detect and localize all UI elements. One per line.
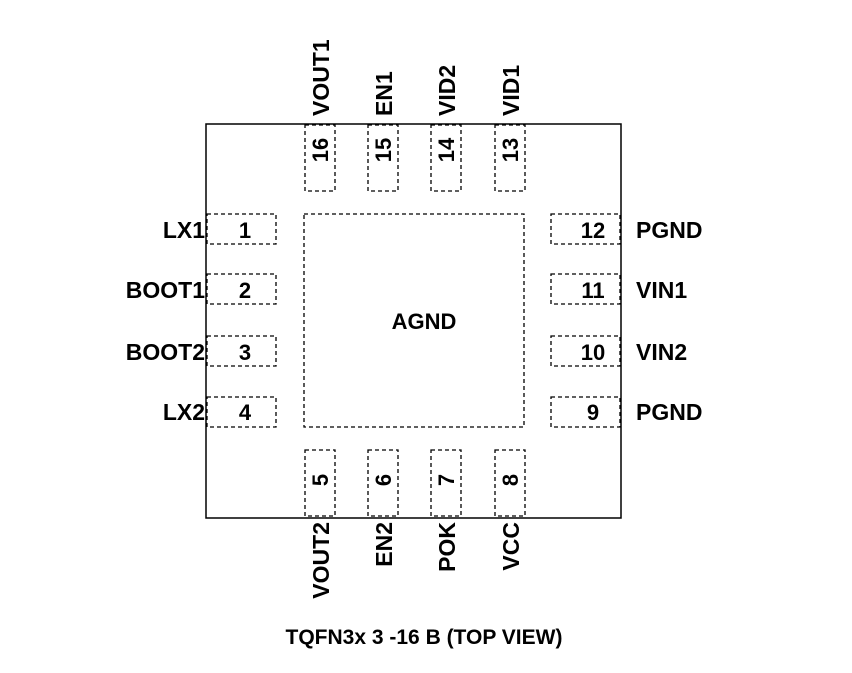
exposed-pad-label: AGND — [392, 309, 457, 334]
package-outline — [205, 123, 622, 519]
pin-label: VIN2 — [636, 339, 687, 365]
right-pin-10: 10 VIN2 — [550, 335, 687, 367]
bottom-pin-6: 6 EN2 — [367, 449, 399, 567]
pin-number: 10 — [581, 340, 605, 365]
pin-label: BOOT2 — [126, 339, 205, 365]
pin-label: LX1 — [163, 217, 205, 243]
pin-number: 8 — [498, 474, 523, 486]
pin-pad — [206, 396, 277, 428]
left-pin-4: 4 LX2 — [163, 396, 277, 428]
right-pin-11: 11 VIN1 — [550, 273, 687, 305]
package-caption: TQFN3x 3 -16 B (TOP VIEW) — [286, 626, 563, 649]
pin-label: BOOT1 — [126, 277, 205, 303]
pin-number: 9 — [587, 400, 599, 425]
pin-number: 13 — [498, 138, 523, 162]
left-pin-2: 2 BOOT1 — [126, 273, 277, 305]
pin-pad — [494, 124, 526, 192]
pin-number: 5 — [308, 474, 333, 486]
pin-pad — [206, 273, 277, 305]
pin-label: VCC — [498, 522, 524, 571]
pin-number: 12 — [581, 218, 605, 243]
top-pin-14: 14 VID2 — [430, 65, 462, 192]
bottom-pin-8: 8 VCC — [494, 449, 526, 571]
pin-number: 15 — [371, 138, 396, 162]
pin-number: 16 — [308, 138, 333, 162]
right-pin-9: 9 PGND — [550, 396, 702, 428]
pin-pad — [206, 213, 277, 245]
pin-number: 4 — [239, 400, 252, 425]
pin-label: VID1 — [498, 65, 524, 116]
pin-label: VIN1 — [636, 277, 687, 303]
pin-label: VOUT1 — [308, 39, 334, 116]
pin-pad — [304, 449, 336, 517]
right-pin-12: 12 PGND — [550, 213, 702, 245]
pin-number: 6 — [371, 474, 396, 486]
pin-pad — [206, 335, 277, 367]
pin-label: POK — [434, 522, 460, 572]
top-pin-16: 16 VOUT1 — [304, 39, 336, 192]
pin-pad — [550, 273, 621, 305]
pin-label: VOUT2 — [308, 522, 334, 599]
pin-number: 7 — [434, 474, 459, 486]
pin-pad — [430, 124, 462, 192]
pin-pad — [550, 396, 621, 428]
pin-pad — [367, 449, 399, 517]
pin-pad — [367, 124, 399, 192]
bottom-pin-5: 5 VOUT2 — [304, 449, 336, 599]
pin-label: PGND — [636, 399, 702, 425]
pin-number: 14 — [434, 137, 459, 162]
pin-label: VID2 — [434, 65, 460, 116]
pin-pad — [494, 449, 526, 517]
pin-number: 1 — [239, 218, 251, 243]
top-pin-15: 15 EN1 — [367, 71, 399, 192]
pin-number: 2 — [239, 278, 251, 303]
exposed-pad — [303, 213, 525, 428]
bottom-pin-7: 7 POK — [430, 449, 462, 572]
pin-pad — [550, 335, 621, 367]
pin-pad — [304, 124, 336, 192]
left-pin-1: 1 LX1 — [163, 213, 277, 245]
pin-number: 3 — [239, 340, 251, 365]
pin-label: LX2 — [163, 399, 205, 425]
pin-label: EN2 — [371, 522, 397, 567]
pin-number: 11 — [581, 278, 604, 303]
left-pin-3: 3 BOOT2 — [126, 335, 277, 367]
pin-label: EN1 — [371, 71, 397, 116]
pin-pad — [550, 213, 621, 245]
pin-label: PGND — [636, 217, 702, 243]
pin-pad — [430, 449, 462, 517]
top-pin-13: 13 VID1 — [494, 65, 526, 192]
